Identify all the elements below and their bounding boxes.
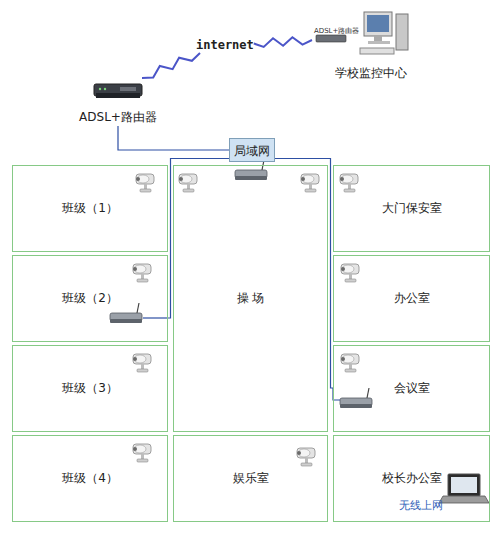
- node-label: 大门保安室: [382, 200, 442, 217]
- playground-box: 操 场: [173, 165, 328, 432]
- room-box: 班级（4）: [12, 435, 168, 522]
- room-box: 班级（2）: [12, 255, 168, 342]
- node-label: 办公室: [394, 290, 430, 307]
- node-label: 学校监控中心: [335, 65, 407, 82]
- node-label: internet: [196, 38, 254, 52]
- wan-link: [254, 37, 312, 47]
- note-label: 无线上网: [399, 498, 443, 513]
- node-label: 会议室: [394, 380, 430, 397]
- room-box: 娱乐室: [173, 435, 328, 522]
- monitor-center: 学校监控中心: [312, 8, 430, 82]
- lan-box: 局域网: [229, 138, 275, 162]
- node-label: 操 场: [237, 290, 265, 307]
- room-box: 班级（3）: [12, 345, 168, 432]
- cloud-label: internet: [196, 34, 254, 53]
- wan-link: [142, 53, 200, 78]
- camera-icons: [133, 174, 359, 466]
- room-box: 班级（1）: [12, 165, 168, 252]
- adsl-router-icon: [94, 84, 142, 98]
- node-label: 班级（2）: [62, 290, 118, 307]
- node-label: ADSL+路由器: [79, 109, 157, 126]
- room-box: 会议室: [333, 345, 490, 432]
- node-label: 校长办公室: [382, 470, 442, 487]
- lan-cable: [168, 159, 239, 319]
- node-label: 班级（1）: [62, 200, 118, 217]
- room-box: 办公室: [333, 255, 490, 342]
- room-box: 大门保安室: [333, 165, 490, 252]
- node-label: 娱乐室: [233, 470, 269, 487]
- device-label: ADSL+路由器: [314, 26, 359, 36]
- node-label: 班级（4）: [62, 470, 118, 487]
- lan-cable: [118, 126, 229, 150]
- adsl-router: ADSL+路由器: [70, 78, 166, 126]
- room-box: 校长办公室无线上网: [333, 435, 490, 522]
- laptop-icon: [439, 474, 489, 503]
- node-label: 局域网: [234, 144, 270, 158]
- node-label: 班级（3）: [62, 380, 118, 397]
- lan-cable: [265, 159, 333, 389]
